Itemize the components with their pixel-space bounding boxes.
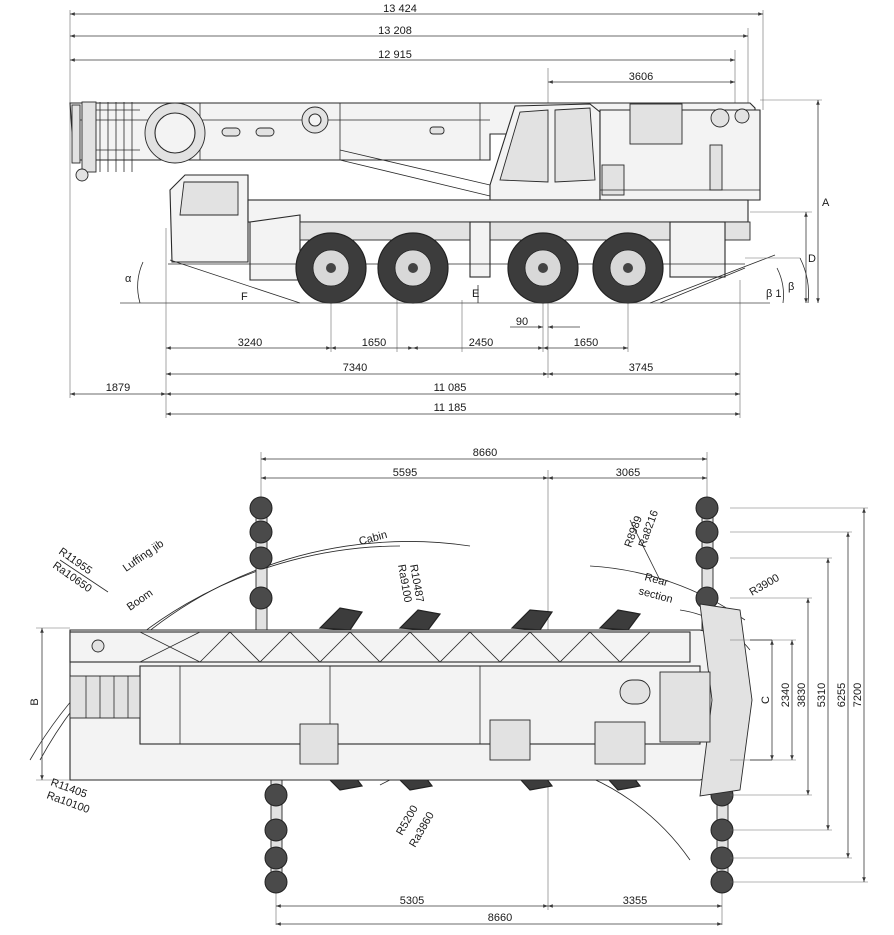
label-boom: Boom bbox=[125, 587, 155, 613]
dim-1879: 1879 bbox=[106, 382, 130, 394]
top-right-widths: 7200 6255 5310 3830 2340 C bbox=[730, 507, 868, 883]
label-luffing-jib: Luffing jib bbox=[121, 538, 166, 575]
dim-5310: 5310 bbox=[816, 683, 828, 707]
side-wheel-4 bbox=[592, 232, 664, 304]
letter-F: F bbox=[241, 291, 248, 303]
dim-7340: 7340 bbox=[343, 362, 367, 374]
top-carrier-body bbox=[69, 603, 753, 797]
letter-beta1: β 1 bbox=[766, 288, 782, 300]
dim-3065: 3065 bbox=[616, 467, 640, 479]
radius-3900: R3900 bbox=[748, 572, 782, 599]
dim-6255: 6255 bbox=[836, 683, 848, 707]
side-wheels bbox=[295, 232, 664, 304]
letter-alpha: α bbox=[125, 273, 132, 285]
dim-13424: 13 424 bbox=[383, 3, 417, 15]
dim-1650-a: 1650 bbox=[362, 337, 386, 349]
side-bottom-dimensions: 3240 1650 2450 1650 90 7340 3745 1879 11… bbox=[70, 316, 740, 416]
dim-11185: 11 185 bbox=[434, 402, 467, 414]
dim-90: 90 bbox=[516, 316, 528, 328]
dim-5595: 5595 bbox=[393, 467, 417, 479]
dim-11085: 11 085 bbox=[434, 382, 467, 394]
letter-E: E bbox=[472, 288, 479, 300]
letter-beta: β bbox=[788, 281, 794, 293]
top-view-top-dimensions: 8660 5595 3065 bbox=[261, 447, 707, 480]
side-jib-head bbox=[71, 101, 140, 182]
side-wheel-1 bbox=[295, 232, 367, 304]
label-cabin: Cabin bbox=[358, 529, 389, 548]
side-view: 13 424 13 208 12 915 3606 bbox=[69, 3, 830, 418]
dim-7200: 7200 bbox=[852, 683, 864, 707]
side-top-dimensions: 13 424 13 208 12 915 3606 bbox=[70, 3, 763, 84]
dim-3606: 3606 bbox=[629, 71, 653, 83]
side-superstructure bbox=[339, 103, 761, 201]
top-view: 8660 5595 3065 bbox=[29, 447, 868, 926]
letter-C: C bbox=[760, 696, 772, 704]
dim-3830: 3830 bbox=[796, 683, 808, 707]
label-section: section bbox=[637, 585, 674, 606]
side-wheel-3 bbox=[507, 232, 579, 304]
top-boom-head bbox=[69, 675, 141, 719]
top-outriggers bbox=[249, 496, 734, 894]
letter-A: A bbox=[822, 197, 830, 209]
side-wheel-2 bbox=[377, 232, 449, 304]
dim-3355: 3355 bbox=[623, 895, 647, 907]
letter-D: D bbox=[808, 253, 816, 265]
top-lattice-jib bbox=[69, 631, 691, 663]
dim-5305: 5305 bbox=[400, 895, 424, 907]
dim-8660-top: 8660 bbox=[473, 447, 497, 459]
dim-3240: 3240 bbox=[238, 337, 262, 349]
dim-12915: 12 915 bbox=[378, 49, 412, 61]
dim-8660-bottom: 8660 bbox=[488, 912, 512, 924]
letter-B-top: B bbox=[29, 698, 41, 705]
dim-3745: 3745 bbox=[629, 362, 653, 374]
top-view-bottom-dimensions: 5305 3355 8660 bbox=[276, 895, 722, 926]
dim-13208: 13 208 bbox=[378, 25, 412, 37]
dim-2450: 2450 bbox=[469, 337, 493, 349]
side-right-heights: A D bbox=[745, 99, 830, 303]
dim-1650-b: 1650 bbox=[574, 337, 598, 349]
dim-2340: 2340 bbox=[780, 683, 792, 707]
top-left-width: B bbox=[29, 627, 70, 781]
